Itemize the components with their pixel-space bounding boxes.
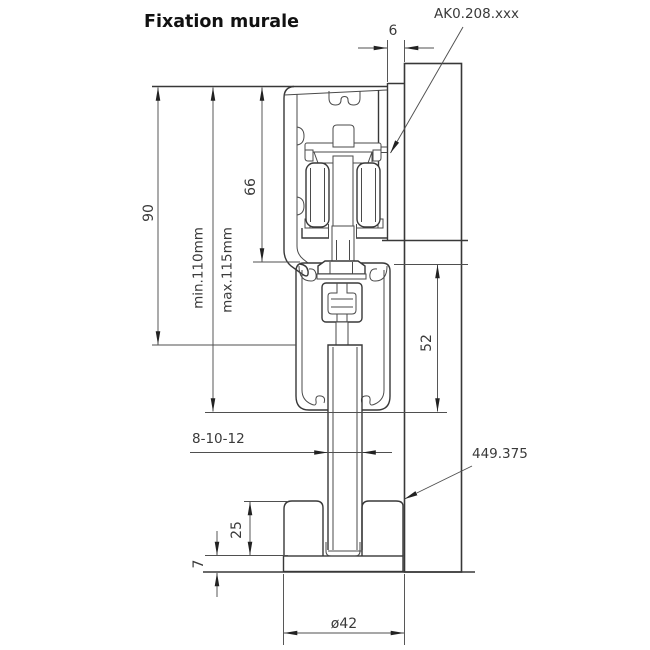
dimension-guide-height	[244, 501, 287, 556]
height-adjuster	[321, 282, 363, 346]
track-cover-profile	[283, 85, 309, 277]
floor-guide	[282, 500, 404, 573]
dim-label-min-height: min.110mm	[190, 227, 207, 309]
dim-label-track-height: 90	[141, 204, 157, 222]
dim-label-carrier-zone: 66	[243, 178, 259, 196]
dim-label-max-height: max.115mm	[219, 227, 236, 313]
dim-label-base-thickness: 7	[191, 559, 207, 569]
dimension-track-height	[152, 87, 296, 346]
dim-label-base-diameter: ø42	[330, 616, 358, 632]
lower-door-profile	[295, 262, 391, 411]
dimension-carrier-zone	[253, 87, 300, 263]
page-title: Fixation murale	[144, 12, 299, 32]
dimension-base-thickness	[205, 531, 288, 597]
dimension-wall-offset	[358, 40, 434, 82]
dim-label-guide-height: 25	[229, 521, 245, 539]
hanger-bolt-nut	[316, 260, 367, 280]
part-number-label: AK0.208.xxx	[434, 6, 519, 22]
dimension-base-diameter	[283, 574, 405, 645]
dim-label-bottom-profile: 52	[419, 334, 435, 352]
wall-section	[382, 62, 468, 573]
leader-part-number	[390, 26, 464, 154]
dim-label-wall-offset: 6	[388, 23, 398, 39]
reference-number-label: 449.375	[472, 446, 528, 462]
dimension-bottom-profile	[394, 264, 468, 412]
dimension-min-max-height	[205, 87, 447, 413]
door-panel	[327, 344, 363, 550]
leader-reference-number	[404, 465, 473, 500]
roller-trolley	[304, 124, 382, 263]
dim-label-panel-thickness: 8-10-12	[192, 431, 245, 447]
